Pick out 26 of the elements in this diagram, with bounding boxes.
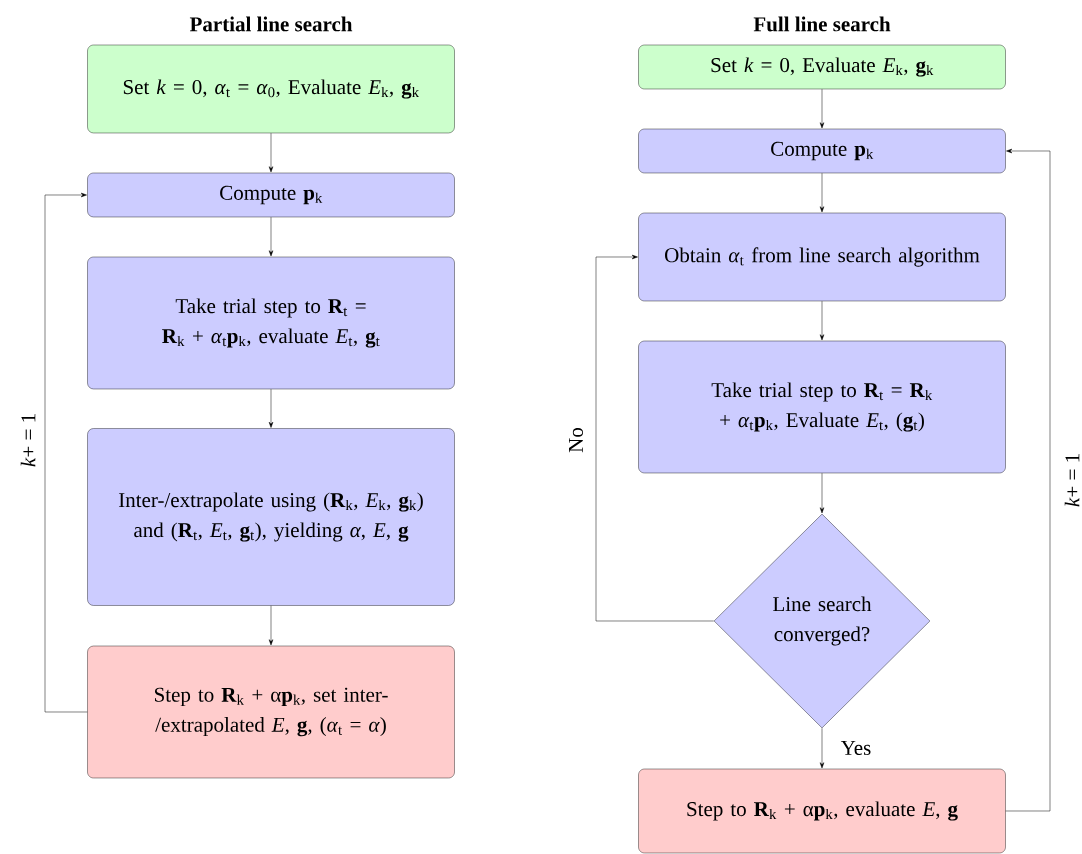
arrow <box>44 192 88 713</box>
process-box: Take trial step to R$_{t}$ = R$_{k}$ + α$_{t}$p$_{k}$, Evaluate E$_{t}$, (g$_{t}$) <box>638 340 1006 474</box>
process-box: Obtain α$_{t}$ from line search algorithm <box>638 212 1006 302</box>
edge-label: k+ = 1 <box>19 411 37 469</box>
edge-label: Yes <box>839 740 873 756</box>
arrow <box>268 216 274 257</box>
arrow <box>595 254 715 622</box>
edge-label: No <box>568 426 584 454</box>
arrow <box>268 388 274 428</box>
process-box: Compute p$_{k}$ <box>638 128 1006 174</box>
arrow <box>819 300 825 341</box>
arrow <box>819 88 825 129</box>
process-box: Take trial step to R$_{t}$ = R$_{k}$ + α$_{t}$p$_{k}$, evaluate E$_{t}$, g$_{t}$ <box>87 256 455 390</box>
process-box: Step to R$_{k}$ + αp$_{k}$, set inter-/extrapolated E, g, (α$_{t}$ = α) <box>87 645 455 779</box>
arrow <box>819 727 825 769</box>
process-box: Compute p$_{k}$ <box>87 172 455 218</box>
process-box: Set k = 0, α$_{t}$ = α$_{0}$, Evaluate E$_{k}$, g$_{k}$ <box>87 44 455 134</box>
process-box: Step to R$_{k}$ + αp$_{k}$, evaluate E, g <box>638 768 1006 854</box>
arrow <box>268 605 274 646</box>
arrow <box>819 172 825 213</box>
arrow <box>1005 148 1051 812</box>
process-box: Inter-/extrapolate using (R$_{k}$, E$_{k}$, g$_{k}$) and (R$_{t}$, E$_{t}$, g$_{t}$), yielding α, E, g <box>87 428 455 606</box>
arrow <box>268 132 274 173</box>
arrow <box>819 472 825 514</box>
edge-label: k+ = 1 <box>1063 451 1081 509</box>
process-box: Set k = 0, Evaluate E$_{k}$, g$_{k}$ <box>638 44 1006 90</box>
